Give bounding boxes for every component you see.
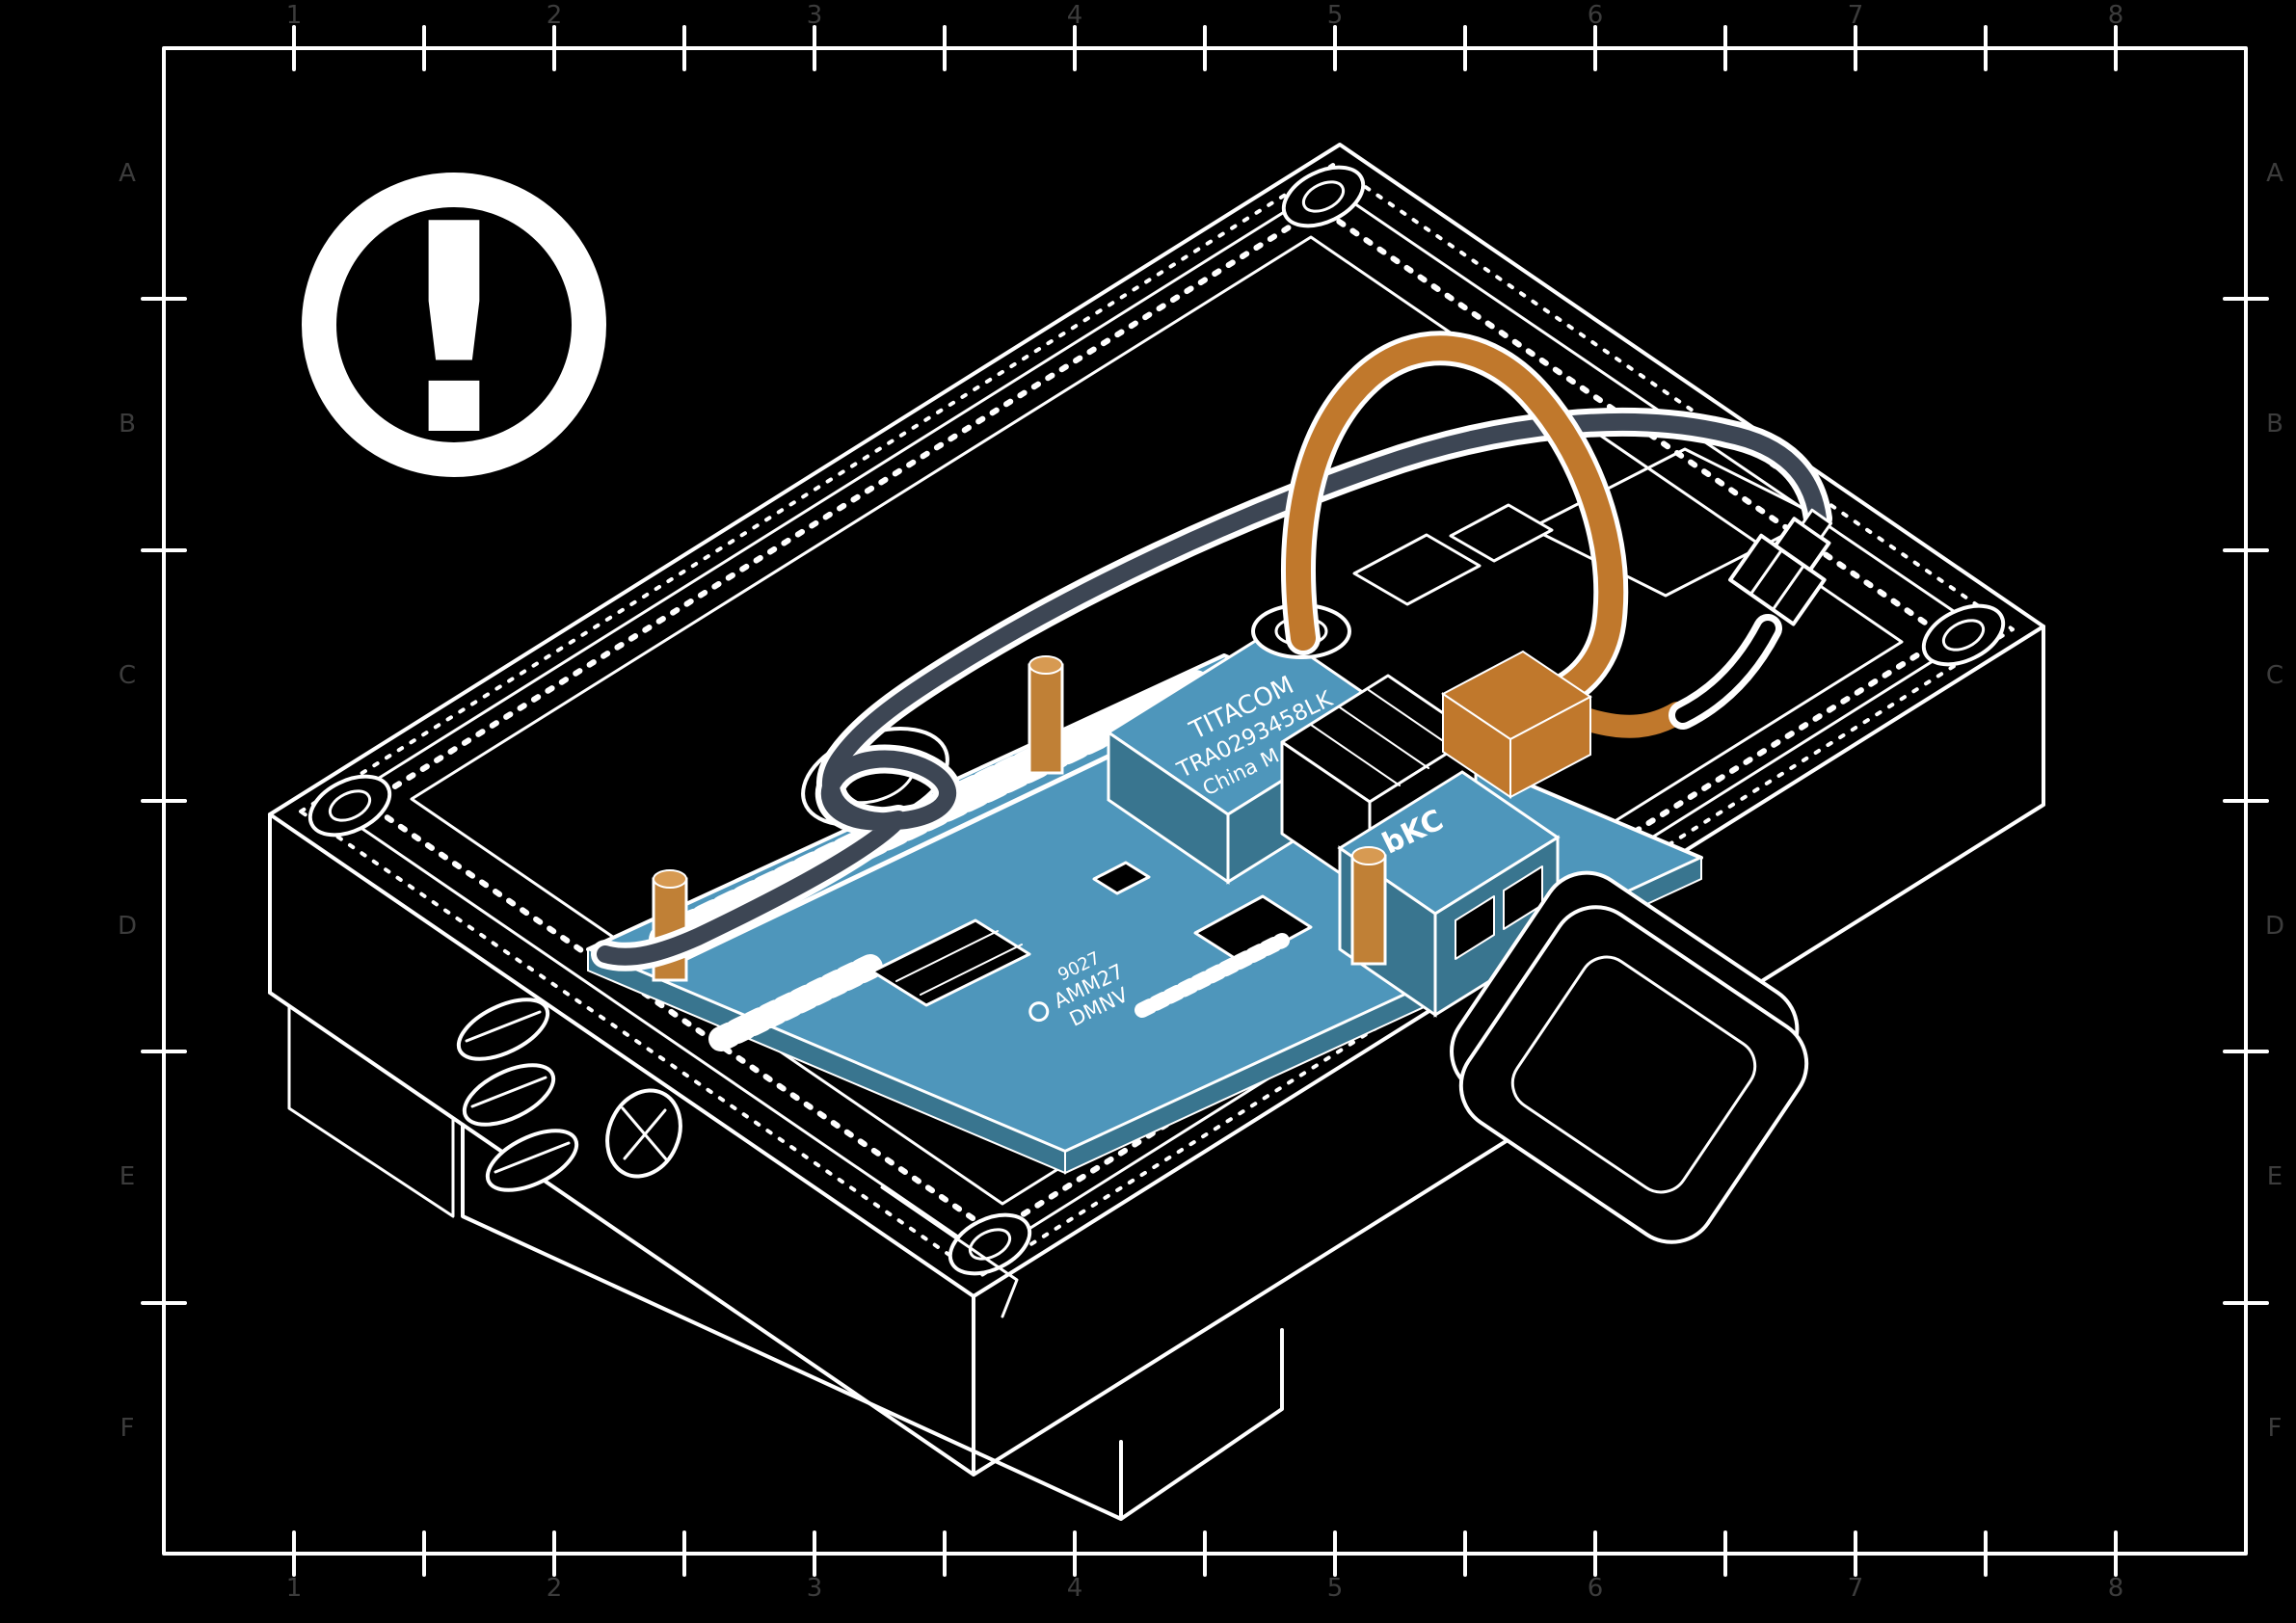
standoff-top	[1028, 655, 1063, 675]
zone-label: C	[2266, 661, 2283, 690]
screw-boss-top	[1281, 165, 1366, 228]
zone-label: D	[2265, 912, 2284, 941]
zone-label: A	[2266, 159, 2283, 188]
zone-label: 3	[807, 1, 823, 30]
vent-slot-lines	[465, 1010, 571, 1174]
heatsink-body	[870, 918, 1031, 1007]
screw-boss-front	[948, 1212, 1032, 1276]
heatsink-fins	[870, 918, 1031, 1007]
drawing-frame: 1 2 3 4 5 6 7 8 1 2 3 4 5 6 7 8 A B C D …	[118, 1, 2284, 1603]
floor-bracket-line	[880, 1185, 1019, 1318]
cavity-edge	[410, 235, 1904, 1206]
zone-label: F	[2268, 1414, 2283, 1443]
grommet-hatch	[621, 1106, 669, 1162]
coax-elbow	[1669, 614, 1782, 730]
zone-label: 4	[1067, 1, 1083, 30]
standoff	[1350, 846, 1387, 966]
standoff-top	[1351, 846, 1386, 865]
vent-slot	[485, 1129, 579, 1192]
frame-ticks-bottom	[292, 1530, 2118, 1577]
coax-cable-orange	[1281, 331, 1689, 799]
camera-connector	[1092, 861, 1151, 895]
zone-label: 7	[1848, 1574, 1864, 1603]
rim-dot-row	[299, 163, 2015, 1278]
screw-boss-left	[307, 774, 392, 838]
warning-icon: !	[302, 163, 606, 499]
zone-label: 2	[547, 1, 563, 30]
zone-label: 3	[807, 1574, 823, 1603]
mounting-post	[1352, 533, 1482, 606]
frame-ticks-right	[2223, 297, 2269, 1305]
zone-label: 4	[1067, 1574, 1083, 1603]
silkscreen-text: 9027 AMM27 DMNV	[1028, 948, 1133, 1031]
case-side-tab	[287, 1004, 455, 1218]
zone-label: 5	[1327, 1, 1344, 30]
enclosure-assembly: TITACOM TRA0293458LK China M 1904	[268, 143, 2045, 1521]
sma-tip	[1801, 508, 1833, 540]
usb-stack: bKC	[1337, 770, 1561, 1018]
case-wall-edges	[268, 625, 2045, 1477]
orange-connector-block	[1441, 650, 1592, 799]
frame-ticks-left	[141, 297, 187, 1305]
case-bottom-skirt	[461, 1123, 1284, 1521]
zone-label: C	[119, 661, 136, 690]
vent-slot	[462, 1063, 556, 1127]
vent-holes	[456, 998, 579, 1192]
standoff-top	[653, 869, 687, 889]
pcb-board: TITACOM TRA0293458LK China M 1904	[586, 628, 1703, 1175]
keypad-window	[1510, 955, 1757, 1194]
sma-nut-facets	[1749, 548, 1805, 612]
zone-label: E	[120, 1162, 135, 1191]
standoff	[1028, 655, 1064, 775]
frame-ticks-top	[292, 25, 2118, 71]
zone-label: A	[119, 159, 136, 188]
zone-label: F	[120, 1414, 135, 1443]
sma-connector	[1728, 508, 1833, 626]
zone-label: 1	[286, 1574, 303, 1603]
vent-slot	[456, 998, 550, 1061]
zone-label: 6	[1588, 1, 1604, 30]
zone-label: 7	[1848, 1, 1864, 30]
boss-hole	[1941, 619, 1986, 652]
standoff-body	[1350, 854, 1387, 966]
sd-card-slot	[1193, 894, 1313, 966]
block-side	[1509, 695, 1591, 799]
heatsink-lines	[895, 930, 1023, 996]
aux-header-pins	[708, 953, 885, 1051]
zone-label: 1	[286, 1, 303, 30]
zone-label: 6	[1588, 1574, 1604, 1603]
exclamation-glyph: !	[388, 163, 521, 499]
zone-label: D	[118, 912, 137, 941]
zone-label: B	[119, 410, 136, 439]
screw-boss-right	[1921, 603, 2006, 667]
edge-connector-strip	[1135, 933, 1290, 1018]
zone-label: 2	[547, 1574, 563, 1603]
keypad-module	[1450, 870, 1809, 1244]
warning-circle	[302, 173, 606, 477]
boss-hole	[968, 1228, 1012, 1261]
zone-label: 8	[2108, 1574, 2124, 1603]
zone-label: B	[2266, 410, 2283, 439]
zone-label: 8	[2108, 1, 2124, 30]
standoff-body	[1028, 663, 1064, 775]
zone-label: E	[2267, 1162, 2283, 1191]
mounting-post	[1449, 503, 1554, 563]
usb-port-opening	[1455, 895, 1495, 960]
cable-grommet	[605, 1088, 682, 1179]
zone-label: 5	[1327, 1574, 1344, 1603]
elbow-inner	[1675, 621, 1775, 723]
boss-hole	[328, 789, 372, 822]
orange-cable	[1286, 335, 1624, 705]
boss-hole	[1301, 180, 1346, 213]
logo-mark	[1028, 1001, 1050, 1023]
orange-cable-stub	[1571, 702, 1689, 738]
